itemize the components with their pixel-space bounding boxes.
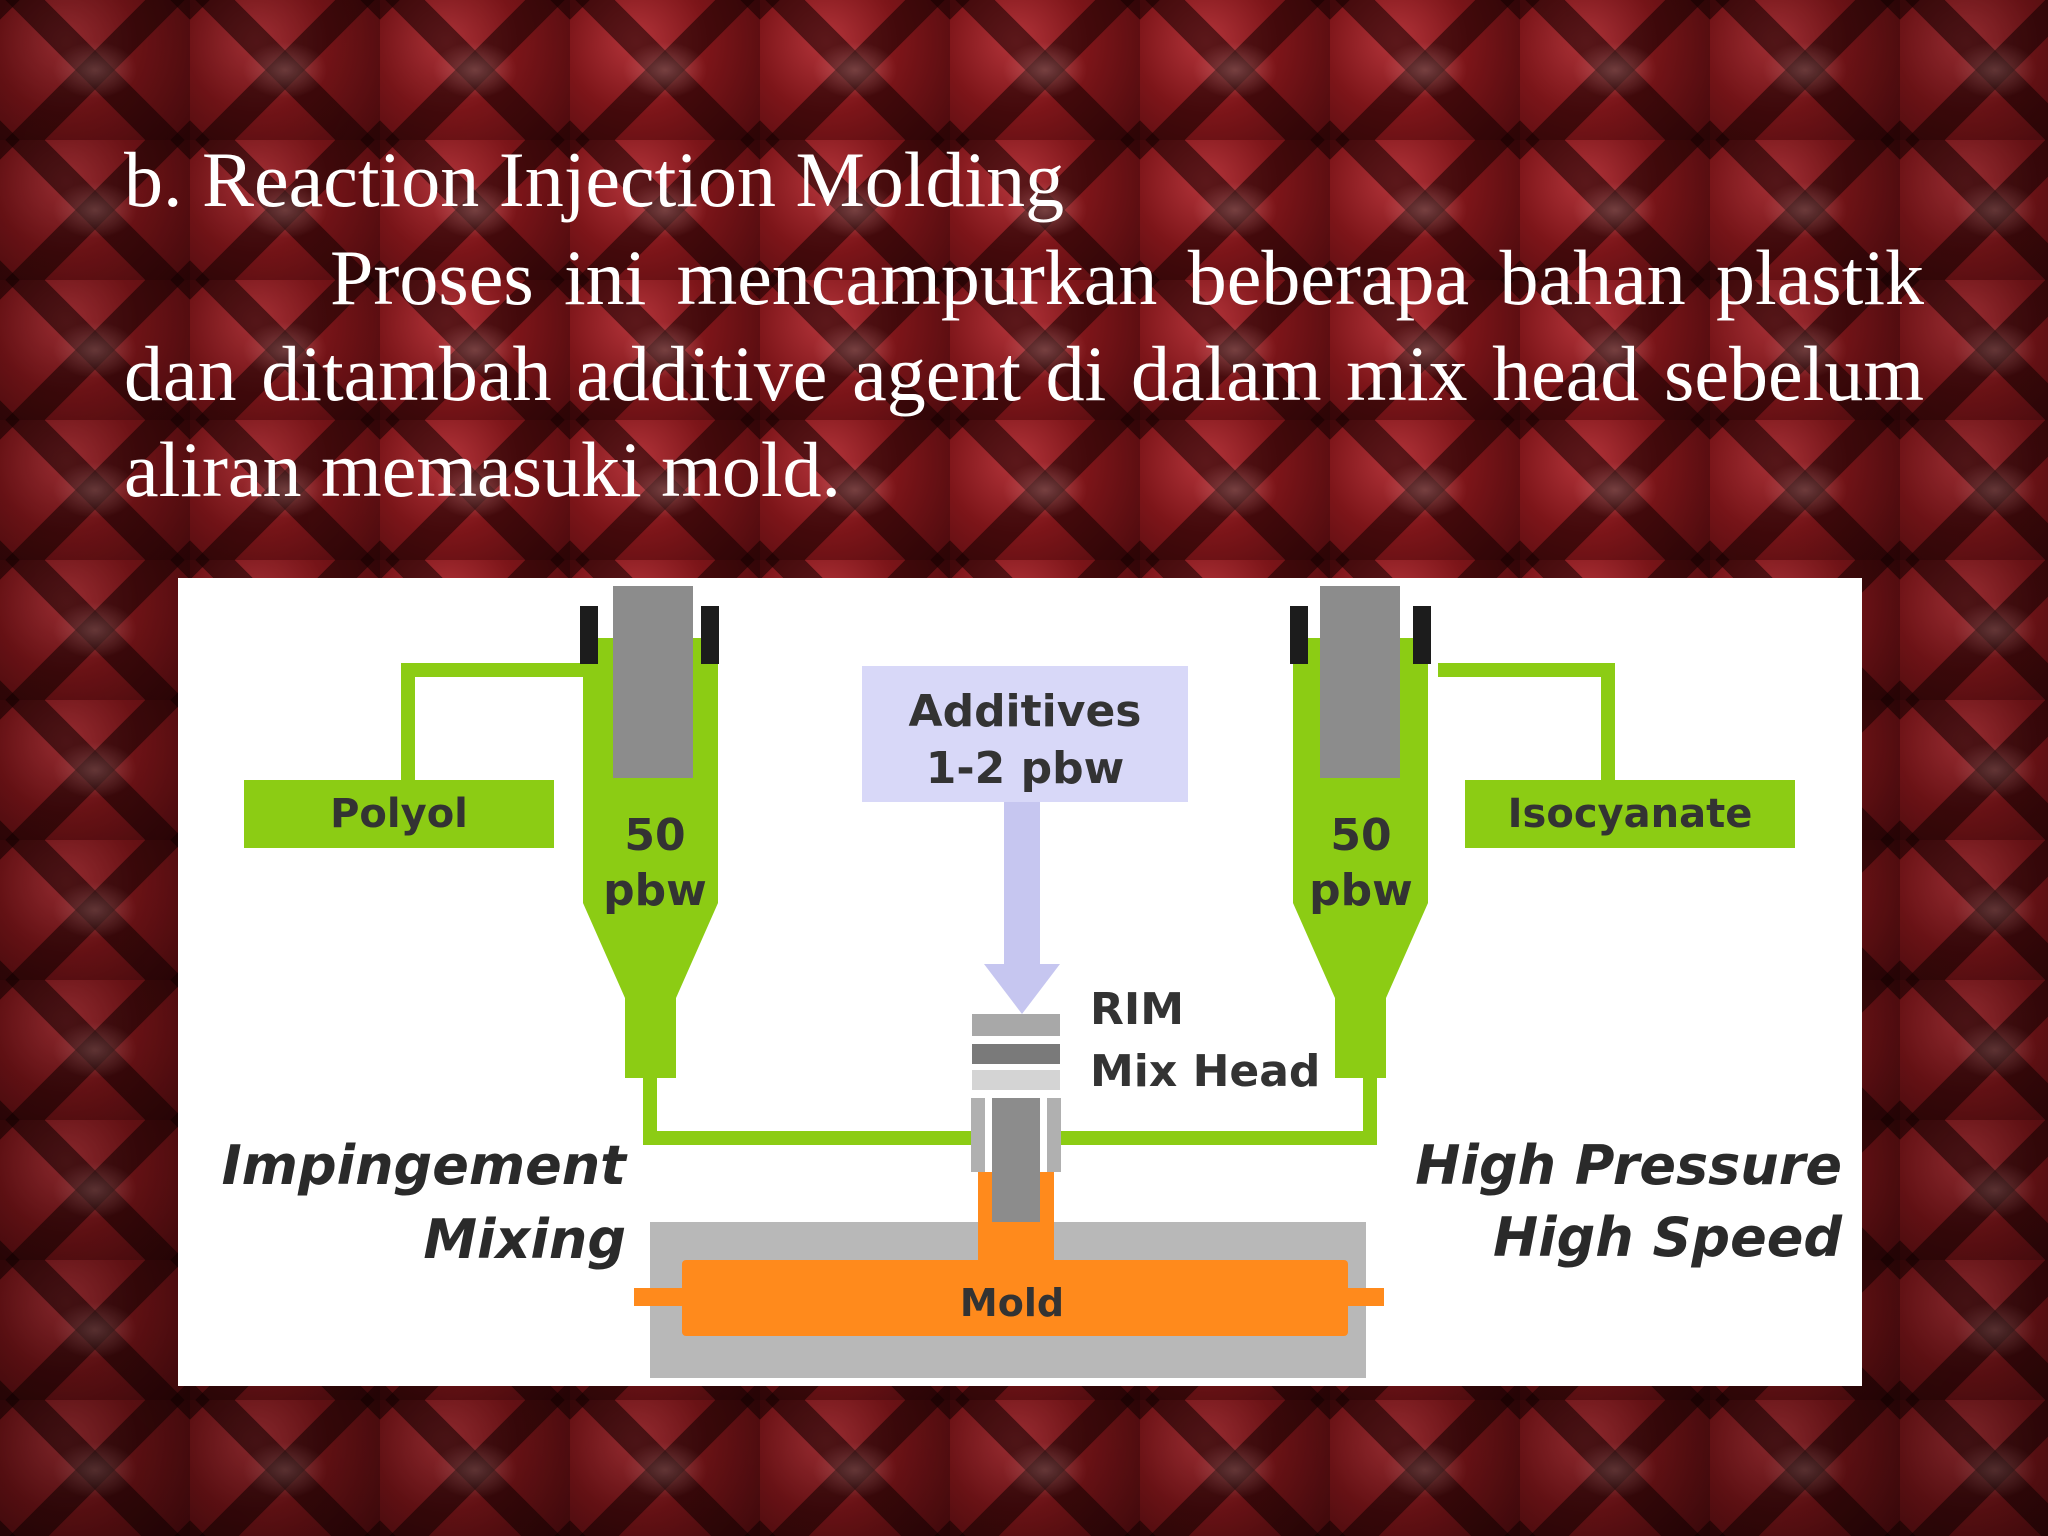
mixhead-label-line1: RIM <box>1090 984 1184 1035</box>
rim-diagram-svg: Polyol 50 pbw Isocyanate 50 pbw Additive… <box>222 586 1843 1378</box>
mold-cavity <box>682 1260 1348 1336</box>
left-flow-line <box>643 1076 978 1145</box>
polyol-tank <box>244 780 554 848</box>
isocyanate-feed-line <box>1438 663 1615 780</box>
right-hopper <box>1290 586 1431 1078</box>
isocyanate-label: Isocyanate <box>1508 791 1753 837</box>
left-caption-line1: Impingement <box>222 1134 629 1197</box>
left-hopper <box>580 586 719 1078</box>
additives-arrow <box>984 802 1060 1014</box>
right-caption-line1: High Pressure <box>1415 1134 1842 1197</box>
left-caption-line2: Mixing <box>423 1208 626 1271</box>
additives-label: Additives <box>909 686 1142 737</box>
slide-title: b. Reaction Injection Molding <box>124 136 1065 223</box>
left-piston-clamp-right <box>701 606 719 664</box>
isocyanate-tank <box>1465 780 1795 848</box>
mold-left-vent <box>634 1288 682 1306</box>
right-piston-clamp-left <box>1290 606 1308 664</box>
polyol-label: Polyol <box>330 791 468 837</box>
rim-process-diagram: Polyol 50 pbw Isocyanate 50 pbw Additive… <box>178 578 1862 1386</box>
slide-text-block: b. Reaction Injection Molding Proses ini… <box>124 130 1924 518</box>
mold-right-vent <box>1348 1288 1384 1306</box>
slide-body: Proses ini mencampurkan beberapa bahan p… <box>124 234 1924 513</box>
mold-sprue <box>978 1222 1054 1262</box>
right-flow-line <box>1058 1076 1377 1145</box>
mixhead-label-line2: Mix Head <box>1090 1046 1320 1097</box>
left-piston <box>613 586 693 778</box>
additives-box <box>862 666 1188 802</box>
right-piston <box>1320 586 1400 778</box>
right-caption-line2: High Speed <box>1493 1206 1843 1269</box>
right-amount-unit: pbw <box>1309 865 1413 916</box>
left-amount-unit: pbw <box>603 865 707 916</box>
right-piston-clamp-right <box>1413 606 1431 664</box>
additives-amount: 1-2 pbw <box>926 743 1124 794</box>
polyol-feed-line <box>401 663 583 780</box>
right-amount-number: 50 <box>1330 810 1391 861</box>
left-piston-clamp-left <box>580 606 598 664</box>
mold-label: Mold <box>960 1281 1064 1325</box>
left-amount-number: 50 <box>624 810 685 861</box>
